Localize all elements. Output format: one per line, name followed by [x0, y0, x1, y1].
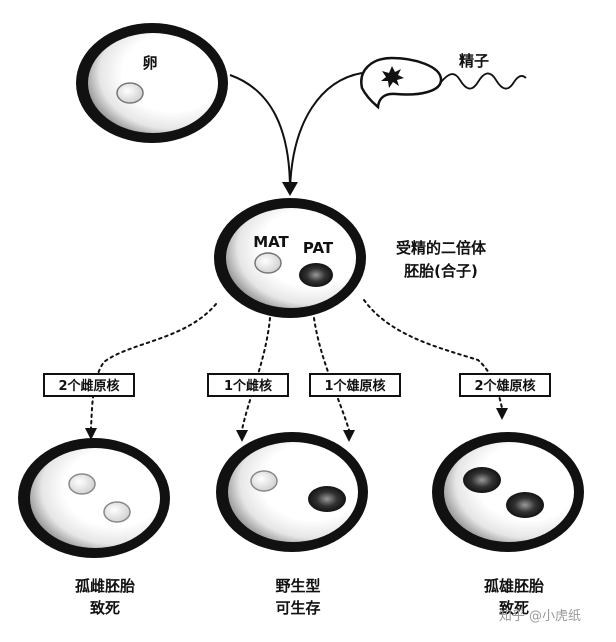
box-two-male-label: 2个雄原核	[474, 378, 535, 394]
watermark: 知乎 @小虎纸	[499, 608, 581, 624]
gynogenetic-caption-line1: 孤雌胚胎	[75, 577, 135, 595]
box-one-male-label: 1个雄原核	[324, 378, 385, 394]
egg-to-zygote-arrow	[229, 74, 291, 191]
box-one-female-label: 1个雌核	[224, 378, 272, 394]
wildtype-caption-line2: 可生存	[275, 599, 320, 617]
gynogenetic-embryo-cell	[18, 438, 170, 558]
androgenetic-caption-line1: 孤雄胚胎	[484, 577, 544, 595]
sperm-tail	[440, 72, 527, 90]
egg-cell: 卵	[76, 23, 228, 143]
wildtype-embryo-cell	[216, 432, 368, 552]
wildtype-female-pronucleus	[250, 470, 278, 492]
arrow-head-male-to-wildtype	[343, 430, 355, 442]
box-two-male-pronuclei: 2个雄原核	[459, 373, 551, 397]
box-one-female-nucleus: 1个雌核	[207, 373, 289, 397]
mat-pronucleus	[254, 252, 282, 274]
box-two-female-pronuclei: 2个雌原核	[43, 373, 135, 397]
female-pronucleus-2	[103, 501, 131, 523]
egg-label: 卵	[142, 54, 157, 72]
gynogenetic-caption-line2: 致死	[90, 599, 120, 617]
zygote-arrow-head	[282, 182, 298, 196]
sperm-to-zygote-arrow	[289, 72, 363, 191]
box-two-female-label: 2个雌原核	[58, 378, 119, 394]
arrow-head-androgenetic	[496, 408, 508, 420]
zygote-caption-line2: 胚胎(合子)	[404, 262, 478, 280]
arrow-head-female-to-wildtype	[236, 430, 248, 442]
wildtype-caption-line1: 野生型	[275, 577, 320, 595]
sperm-nucleus-icon	[381, 66, 404, 88]
female-pronucleus-1	[68, 473, 96, 495]
box-one-male-pronucleus: 1个雄原核	[309, 373, 401, 397]
androgenetic-caption-line2: 致死	[499, 599, 529, 617]
zygote-cell: MAT PAT	[214, 198, 366, 318]
androgenetic-embryo-cell	[432, 432, 584, 552]
pat-pronucleus	[299, 263, 333, 287]
branch-arrow-male-to-wildtype	[313, 317, 350, 431]
sperm: 精子	[360, 52, 527, 110]
sperm-label: 精子	[459, 52, 489, 70]
male-pronucleus-2	[506, 492, 544, 518]
arrow-head-gynogenetic	[85, 428, 97, 440]
egg-pronucleus	[116, 82, 144, 104]
wildtype-male-pronucleus	[308, 486, 346, 512]
mat-label: MAT	[253, 233, 289, 251]
pat-label: PAT	[303, 239, 334, 257]
male-pronucleus-1	[463, 467, 501, 493]
zygote-caption-line1: 受精的二倍体	[396, 239, 487, 257]
branch-arrow-gynogenetic	[90, 303, 217, 429]
